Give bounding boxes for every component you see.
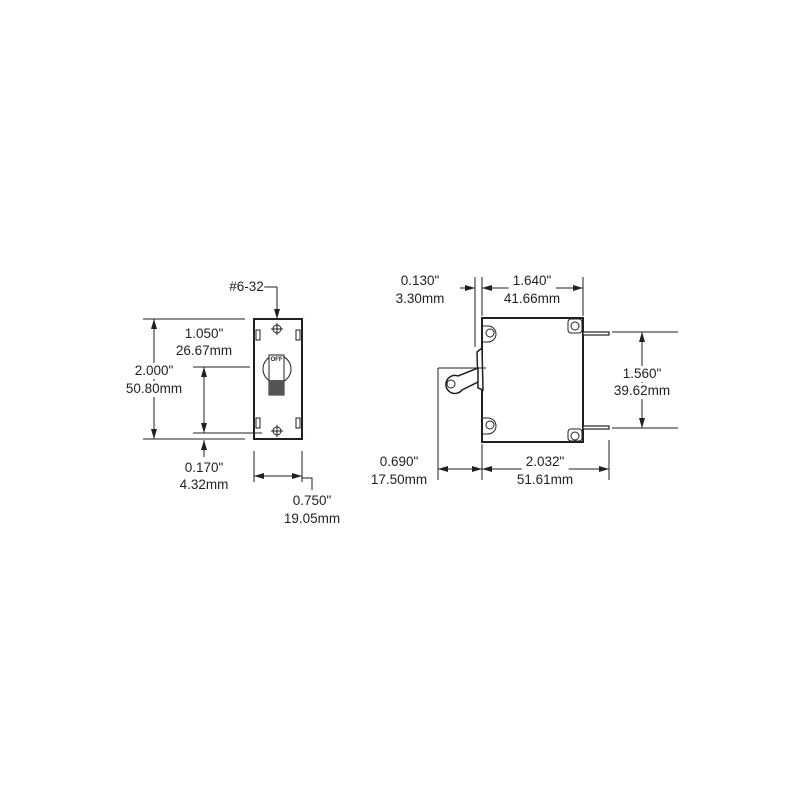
toggle-offset-in: 0.130" (400, 273, 440, 288)
toggle-offset-mm: 3.30mm (395, 291, 445, 306)
height-in: 2.000" (134, 363, 174, 379)
screw-offset-in: 0.170" (184, 460, 224, 475)
toggle-lever (269, 380, 284, 395)
body-depth-in: 1.640" (508, 273, 556, 289)
handle-extension-mm: 17.50mm (370, 472, 428, 487)
width-mm: 19.05mm (283, 511, 341, 526)
thread-label: #6-32 (229, 279, 264, 295)
screw-icon (271, 323, 283, 437)
screw-spacing-in: 1.050" (184, 326, 224, 342)
terminal-spacing-mm: 39.62mm (613, 383, 671, 399)
handle-extension-in: 0.690" (379, 454, 419, 469)
toggle-handle (445, 366, 479, 395)
front-view (143, 286, 313, 490)
width-in: 0.750" (292, 493, 332, 508)
side-view (437, 277, 678, 480)
screw-spacing-mm: 26.67mm (175, 343, 233, 359)
toggle-off-label: OFF (270, 357, 283, 363)
height-mm: 50.80mm (125, 381, 183, 397)
mounting-hole-icon (482, 318, 583, 442)
overall-depth-in: 2.032" (521, 454, 569, 470)
screw-offset-mm: 4.32mm (179, 477, 229, 492)
terminal (582, 331, 610, 430)
breaker-body-side (481, 317, 584, 443)
clip-icon (255, 329, 301, 429)
overall-depth-mm: 51.61mm (516, 472, 574, 487)
body-depth-mm: 41.66mm (503, 291, 561, 306)
terminal-spacing-in: 1.560" (622, 366, 662, 382)
